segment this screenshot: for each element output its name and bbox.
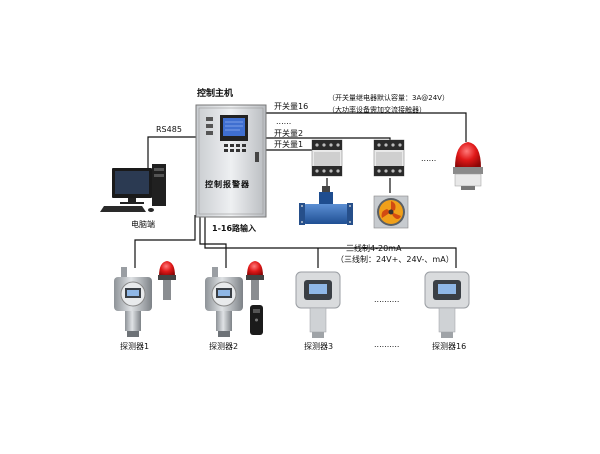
computer xyxy=(100,164,166,212)
detector2-wire xyxy=(199,215,227,268)
keyboard xyxy=(100,206,146,212)
contactor-note: （大功率设备需加交流接触器） xyxy=(328,106,426,114)
detector-2-beacon xyxy=(246,261,264,300)
detector-1-label: 探测器1 xyxy=(120,342,150,351)
rs485-wire xyxy=(147,136,196,180)
signal-wiring-label: （三线制：24V+、24V-、mA） xyxy=(336,255,454,264)
solenoid-valve xyxy=(299,186,353,225)
switch-dots: ...... xyxy=(276,117,292,126)
detector-16 xyxy=(424,271,470,338)
switch16-wire xyxy=(240,112,467,142)
detector-2 xyxy=(205,267,243,337)
detector-1-beacon xyxy=(158,261,176,300)
detector-3 xyxy=(295,271,341,338)
controller-title: 控制主机 xyxy=(197,89,234,99)
wiring xyxy=(134,112,467,268)
controller-cabinet xyxy=(195,104,267,218)
input-channels-label: 1-16路输入 xyxy=(212,224,257,233)
axial-fan xyxy=(373,195,409,229)
detector-gap-dots-1: .......... xyxy=(374,295,400,304)
screen-lines xyxy=(225,121,243,131)
signal-type-label: 三线制4-20mA xyxy=(346,244,402,253)
detector-gap-dots-2: .......... xyxy=(374,340,400,349)
controller-screen xyxy=(223,118,245,136)
signal-bus-wire xyxy=(204,215,457,268)
switch2-label: 开关量2 xyxy=(274,129,304,138)
relay-capacity-note: （开关量继电器默认容量：3A@24V） xyxy=(328,94,449,102)
detector-2-label: 探测器2 xyxy=(209,342,239,351)
remote-control xyxy=(250,305,263,335)
controller-front-label: 控制报警器 xyxy=(205,180,250,189)
detector1-wire xyxy=(134,215,196,268)
computer-label: 电脑端 xyxy=(131,220,155,229)
switch16-label: 开关量16 xyxy=(274,102,309,111)
detector-1 xyxy=(114,267,152,337)
output-ellipsis: ...... xyxy=(421,154,437,163)
detector-16-label: 探测器16 xyxy=(432,342,467,351)
detector-3-label: 探测器3 xyxy=(304,342,334,351)
switch1-label: 开关量1 xyxy=(274,140,304,149)
contactor-1 xyxy=(311,139,343,177)
alarm-light xyxy=(453,142,483,190)
contactor-2 xyxy=(373,139,405,177)
rs485-label: RS485 xyxy=(156,125,182,134)
